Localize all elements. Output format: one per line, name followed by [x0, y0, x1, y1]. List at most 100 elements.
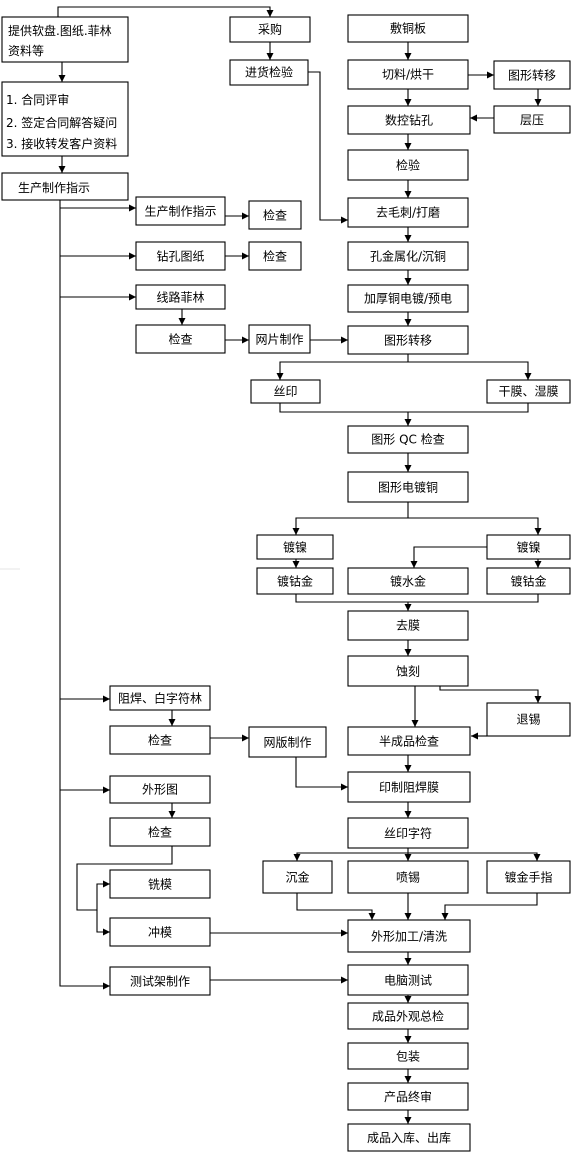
edge-check5-split	[76, 846, 173, 911]
edge-plating-merge	[295, 594, 539, 603]
node-label: 镀镍	[516, 541, 540, 555]
node-label: 丝印字符	[384, 826, 432, 841]
node-inspection: 检验	[347, 149, 469, 181]
node-label: 图形 QC 检查	[371, 432, 444, 447]
node-water-gold: 镀水金	[347, 567, 469, 595]
node-silk-print: 丝印	[250, 379, 321, 404]
node-label: 检查	[263, 249, 287, 264]
node-label: 外形图	[142, 783, 178, 797]
node-check-1: 检查	[248, 200, 302, 230]
edge-patternplate-nickelL	[292, 502, 409, 535]
node-label: 去毛刺/打磨	[376, 206, 440, 220]
node-label: 包装	[396, 1050, 420, 1064]
node-production-instruction: 生产制作指示	[1, 172, 129, 201]
node-pattern-plating: 图形电镀铜	[347, 471, 469, 503]
node-label: 图形电镀铜	[378, 480, 438, 495]
node-cobalt-gold-right: 镀钴金	[486, 567, 571, 595]
node-label: 干膜、湿膜	[498, 384, 558, 399]
node-immersion-gold: 沉金	[262, 860, 333, 894]
node-screen-making: 网版制作	[248, 726, 327, 758]
node-purchase: 采购	[229, 16, 311, 43]
node-label: 检验	[396, 158, 420, 173]
node-label: 镀金手指	[504, 870, 552, 885]
node-production-instruction-2: 生产制作指示	[135, 196, 226, 226]
node-label: 测试架制作	[130, 974, 190, 989]
node-label: 检查	[168, 332, 192, 347]
node-packing: 包装	[347, 1042, 469, 1070]
node-film-making: 网片制作	[248, 324, 311, 354]
edge-supply-purchase	[57, 6, 274, 17]
edge-split-punching	[96, 910, 110, 936]
node-label: 去膜	[396, 619, 420, 633]
node-label: 沉金	[285, 870, 309, 885]
connectors	[57, 6, 542, 1124]
node-label: 孔金属化/沉铜	[370, 249, 446, 264]
node-label: 生产制作指示	[18, 180, 90, 195]
node-incoming-inspection: 进货检验	[229, 59, 309, 86]
edge-patternplate-nickelR	[408, 517, 542, 535]
node-label: 3. 接收转发客户资料	[6, 136, 117, 151]
node-label: 进货检验	[245, 65, 293, 80]
node-label: 印制阻焊膜	[379, 780, 439, 795]
node-check-4: 检查	[109, 725, 211, 755]
node-lamination: 层压	[493, 105, 571, 134]
node-outline-drawing: 外形图	[109, 775, 211, 804]
process-boxes: 提供软盘.图纸.菲林 资料等 1. 合同评审 2. 签定合同解答疑问 3. 接收…	[1, 14, 571, 1152]
node-final-audit: 产品终审	[347, 1082, 469, 1111]
node-label: 1. 合同评审	[6, 92, 69, 107]
node-silk-characters: 丝印字符	[347, 817, 469, 849]
edge-imgtrans2-silkprint	[276, 354, 409, 380]
node-cut-bake: 切料/烘干	[347, 59, 469, 90]
node-label: 检查	[263, 208, 287, 223]
node-gold-finger: 镀金手指	[486, 860, 571, 894]
node-label: 网版制作	[263, 736, 311, 750]
node-milling: 铣模	[109, 869, 211, 899]
node-final-visual-check: 成品外观总检	[347, 1002, 469, 1030]
edge-silkchar-immgold	[293, 848, 409, 861]
node-label: 成品入库、出库	[367, 1130, 451, 1145]
edge-imgtrans2-dryfilm	[408, 361, 532, 380]
node-label: 网片制作	[255, 333, 303, 347]
node-solder-mask-film: 阻焊、白字符林	[109, 685, 211, 711]
node-label: 铣模	[148, 878, 172, 892]
node-punching: 冲模	[109, 917, 211, 947]
node-label: 检查	[148, 733, 172, 748]
node-check-3: 检查	[135, 324, 226, 354]
edge-silk-merge	[279, 403, 529, 413]
node-semi-product-check: 半成品检查	[347, 726, 471, 756]
node-label: 镀钴金	[510, 574, 546, 589]
node-label: 2. 签定合同解答疑问	[6, 115, 117, 130]
node-dry-wet-film: 干膜、湿膜	[486, 379, 571, 404]
node-label: 外形加工/清洗	[371, 930, 447, 944]
node-label: 镀镍	[283, 541, 307, 555]
node-cobalt-gold-left: 镀钴金	[256, 567, 334, 595]
node-test-fixture: 测试架制作	[109, 966, 211, 996]
node-label: 退锡	[516, 712, 540, 727]
node-hole-metallization: 孔金属化/沉铜	[347, 241, 469, 271]
node-label: 线路菲林	[156, 290, 204, 305]
node-label: 数控钻孔	[385, 113, 433, 128]
node-label: 敷铜板	[390, 21, 426, 36]
node-supply-data: 提供软盘.图纸.菲林 资料等	[1, 16, 129, 63]
node-nickel-left: 镀镍	[256, 534, 334, 560]
node-warehouse-in-out: 成品入库、出库	[347, 1123, 471, 1152]
node-label: 阻焊、白字符林	[118, 691, 202, 706]
node-circuit-film: 线路菲林	[135, 284, 226, 310]
node-copper-clad-board: 敷铜板	[347, 14, 469, 43]
node-image-transfer-1: 图形转移	[493, 60, 571, 90]
node-label: 切料/烘干	[382, 68, 434, 82]
edge-goldfinger-profiling	[441, 893, 538, 920]
node-label: 加厚铜电镀/预电	[364, 291, 452, 306]
node-tin-strip: 退锡	[486, 702, 571, 737]
node-strip-film: 去膜	[347, 610, 469, 641]
node-cnc-drilling: 数控钻孔	[347, 105, 471, 135]
node-image-qc: 图形 QC 检查	[347, 425, 469, 454]
edge-etch-tinstrip	[439, 686, 542, 703]
node-label: 检查	[148, 825, 172, 840]
edge-immgold-profiling	[296, 893, 376, 920]
node-deburr-grind: 去毛刺/打磨	[347, 197, 469, 228]
node-label: 资料等	[8, 44, 44, 58]
node-label: 蚀刻	[396, 665, 420, 679]
node-print-solder-mask: 印制阻焊膜	[347, 771, 471, 803]
